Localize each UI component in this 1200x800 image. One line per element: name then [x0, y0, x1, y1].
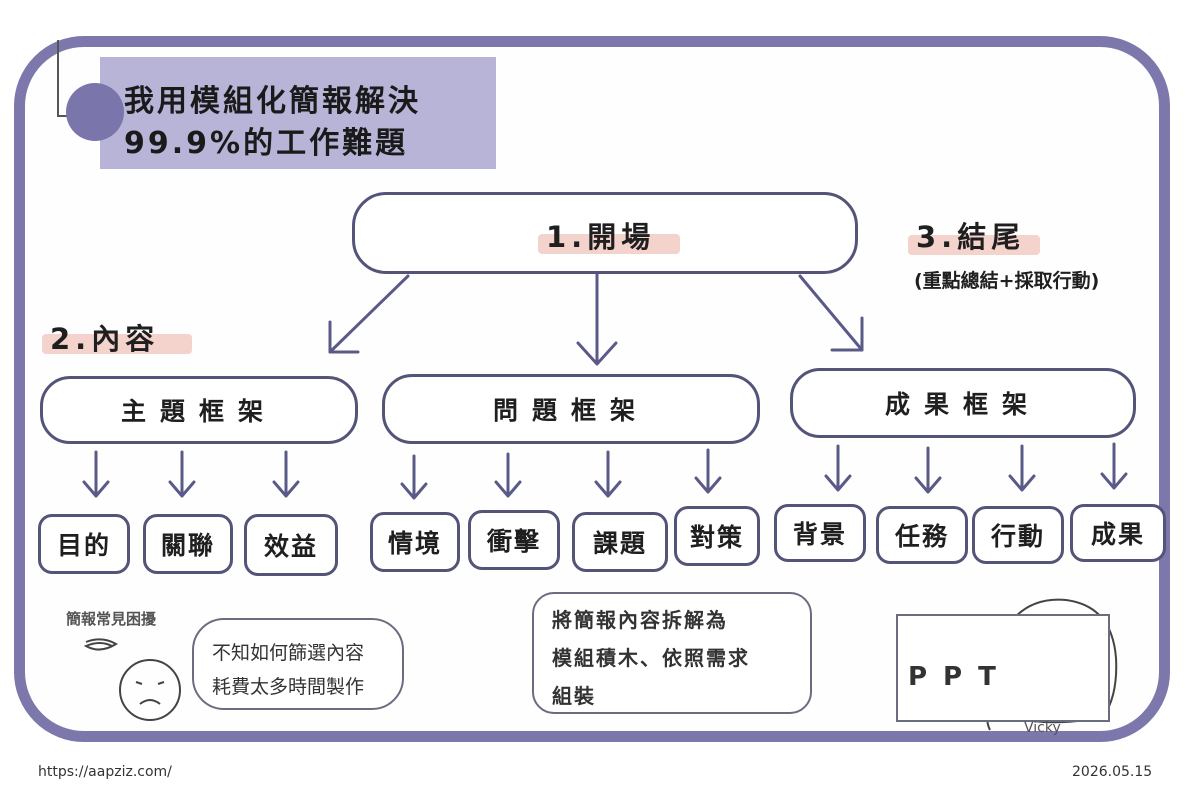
thought-bubble: 不知如何篩選內容 耗費太多時間製作 — [192, 618, 404, 710]
result-framework-label: 成果框架 — [884, 390, 1041, 419]
leaf-result-2: 任務 — [876, 506, 968, 564]
arrow-result-2 — [914, 446, 942, 494]
leaf-label: 目的 — [56, 531, 111, 560]
leaf-label: 關聯 — [160, 531, 215, 560]
ending-sublabel: (重點總結+採取行動) — [914, 270, 1100, 292]
arrowhead-opening-to-problem — [576, 341, 618, 366]
arrow-result-4 — [1100, 442, 1128, 490]
opening-label: 1.開場 — [546, 220, 656, 254]
ending-highlight — [908, 235, 1040, 255]
opening-highlight — [538, 234, 680, 254]
leaf-label: 行動 — [990, 522, 1045, 551]
leaf-result-3: 行動 — [972, 506, 1064, 564]
thought-line-1: 不知如何篩選內容 — [212, 642, 365, 664]
arrowhead-opening-to-result — [830, 316, 864, 352]
problem-framework-bubble: 問題框架 — [382, 374, 760, 444]
title-line-2: 99.9%的工作難題 — [124, 126, 409, 161]
leaf-label: 課題 — [592, 529, 647, 558]
result-framework-bubble: 成果框架 — [790, 368, 1136, 438]
arrowhead-opening-to-topic — [328, 320, 360, 354]
thought-line-2: 耗費太多時間製作 — [212, 676, 365, 698]
footer-date: 2026.05.15 — [1072, 764, 1153, 780]
arrow-problem-2 — [494, 452, 522, 498]
arrow-topic-1 — [82, 450, 110, 498]
content-label: 2.內容 — [50, 322, 160, 356]
arrow-result-3 — [1008, 444, 1036, 492]
leaf-topic-2: 關聯 — [143, 514, 233, 574]
arrow-opening-to-topic — [328, 274, 410, 354]
arrow-result-1 — [824, 444, 852, 492]
pain-heading: 簡報常見困擾 — [66, 610, 157, 628]
title-circle-icon — [66, 83, 124, 141]
arrow-problem-3 — [594, 450, 622, 498]
problem-framework-label: 問題框架 — [492, 396, 649, 425]
leaf-problem-1: 情境 — [370, 512, 460, 572]
leaf-problem-4: 對策 — [674, 506, 760, 566]
title-line-1: 我用模組化簡報解決 — [124, 84, 421, 119]
presentation-board: PPT — [896, 614, 1110, 722]
solution-line-1: 將簡報內容拆解為 — [552, 608, 728, 632]
content-highlight — [42, 334, 192, 354]
solution-line-2: 模組積木、依照需求 — [552, 646, 750, 670]
arrow-topic-2 — [168, 450, 196, 498]
presenter-name: Vicky — [1024, 720, 1061, 736]
leaf-label: 背景 — [792, 520, 847, 549]
solution-line-3: 組裝 — [552, 684, 596, 708]
leaf-label: 效益 — [263, 532, 318, 561]
arrow-topic-3 — [272, 450, 300, 498]
leaf-label: 衝擊 — [486, 527, 541, 556]
leaf-result-1: 背景 — [774, 504, 866, 562]
leaf-topic-3: 效益 — [244, 514, 338, 576]
footer-url[interactable]: https://aapziz.com/ — [38, 764, 172, 780]
title-accent-vline — [57, 40, 59, 115]
leaf-label: 成果 — [1090, 520, 1145, 549]
leaf-label: 任務 — [894, 522, 949, 551]
arrow-problem-4 — [694, 448, 722, 494]
topic-framework-bubble: 主題框架 — [40, 376, 358, 444]
leaf-problem-3: 課題 — [572, 512, 668, 572]
arrow-problem-1 — [400, 454, 428, 500]
solution-speech-bubble: 將簡報內容拆解為 模組積木、依照需求 組裝 — [532, 592, 812, 714]
leaf-label: 情境 — [387, 529, 442, 558]
title-box — [100, 57, 496, 169]
leaf-problem-2: 衝擊 — [468, 510, 560, 570]
leaf-result-4: 成果 — [1070, 504, 1166, 562]
worried-face-icon — [83, 638, 181, 721]
ending-label: 3.結尾 — [916, 220, 1026, 254]
leaf-topic-1: 目的 — [38, 514, 130, 574]
opening-bubble — [352, 192, 858, 274]
topic-framework-label: 主題框架 — [120, 397, 277, 426]
board-text: PPT — [908, 662, 1012, 692]
arrow-opening-to-result — [798, 274, 864, 352]
leaf-label: 對策 — [689, 523, 744, 552]
